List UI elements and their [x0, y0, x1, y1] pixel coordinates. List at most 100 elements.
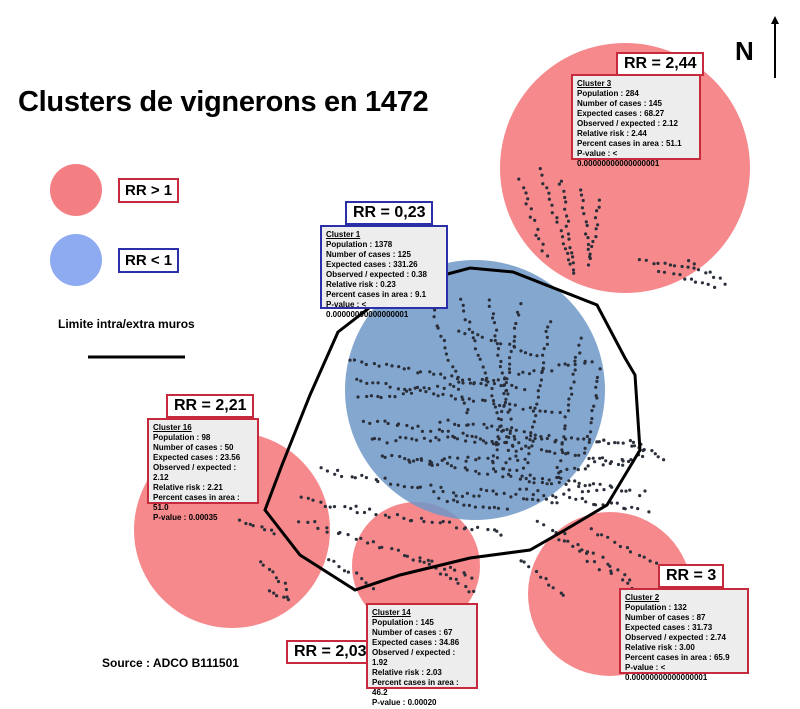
cluster-1-line: Expected cases : 331.26 — [326, 260, 418, 269]
building-dot — [445, 499, 449, 504]
building-dot — [415, 385, 420, 389]
cluster-2-name: Cluster 2 — [625, 593, 660, 602]
cluster-16-line: Relative risk : 2.21 — [153, 483, 223, 492]
building-dot — [356, 395, 360, 399]
building-dot — [532, 420, 536, 424]
building-dot — [470, 434, 474, 438]
building-dot — [637, 258, 642, 262]
cluster-14-rr: RR = 2,03 — [286, 640, 375, 664]
cluster-2-line: Relative risk : 3.00 — [625, 643, 695, 652]
building-dot — [564, 200, 568, 204]
building-dot — [498, 365, 502, 369]
building-dot — [683, 277, 687, 281]
building-dot — [642, 555, 646, 559]
building-dot — [513, 403, 517, 407]
building-dot — [573, 355, 578, 359]
building-dot — [343, 505, 347, 509]
building-dot — [502, 491, 506, 495]
building-dot — [496, 347, 501, 351]
building-dot — [571, 268, 576, 272]
building-dot — [566, 403, 571, 407]
building-dot — [436, 384, 440, 388]
building-dot — [445, 461, 450, 465]
building-dot — [533, 433, 537, 437]
building-dot — [328, 505, 332, 509]
building-dot — [555, 216, 559, 220]
building-dot — [260, 525, 264, 529]
building-dot — [410, 426, 414, 430]
building-dot — [555, 220, 559, 224]
building-dot — [396, 548, 400, 552]
building-dot — [718, 276, 722, 280]
source-label: Source : ADCO B111501 — [102, 656, 239, 670]
building-dot — [410, 485, 414, 489]
building-dot — [543, 409, 547, 413]
building-dot — [398, 435, 402, 439]
building-dot — [499, 533, 503, 537]
building-dot — [521, 466, 526, 470]
building-dot — [472, 382, 476, 386]
building-dot — [528, 473, 532, 477]
building-dot — [491, 312, 495, 316]
building-dot — [463, 466, 467, 470]
building-dot — [563, 427, 567, 431]
legend-limit-label: Limite intra/extra muros — [58, 317, 195, 331]
building-dot — [590, 417, 594, 421]
building-dot — [448, 565, 453, 570]
building-dot — [286, 598, 290, 602]
building-dot — [490, 386, 494, 391]
building-dot — [706, 282, 710, 286]
building-dot — [509, 474, 513, 478]
cluster-1-circle[interactable] — [345, 260, 605, 520]
cluster-3-info: Cluster 3 Population : 284 Number of cas… — [571, 74, 701, 168]
building-dot — [522, 560, 526, 564]
building-dot — [275, 594, 279, 598]
building-dot — [576, 543, 580, 547]
building-dot — [457, 380, 461, 384]
building-dot — [554, 495, 558, 499]
building-dot — [587, 440, 591, 444]
building-dot — [589, 527, 593, 531]
building-dot — [546, 325, 550, 329]
building-dot — [662, 270, 667, 274]
building-dot — [630, 444, 634, 448]
building-dot — [432, 490, 436, 494]
building-dot — [700, 281, 705, 285]
building-dot — [606, 562, 610, 566]
building-dot — [410, 437, 414, 441]
building-dot — [579, 193, 584, 197]
building-dot — [396, 483, 400, 487]
building-dot — [672, 264, 677, 268]
building-dot — [641, 448, 645, 453]
cluster-3-line: Percent cases in area : 51.1 — [577, 139, 682, 148]
building-dot — [540, 249, 544, 253]
building-dot — [595, 379, 599, 383]
building-dot — [487, 304, 491, 308]
building-dot — [577, 481, 581, 485]
building-dot — [545, 342, 550, 346]
building-dot — [595, 488, 599, 492]
building-dot — [429, 429, 433, 433]
building-dot — [441, 519, 445, 524]
building-dot — [560, 448, 564, 452]
building-dot — [499, 342, 503, 346]
building-dot — [582, 437, 586, 441]
building-dot — [437, 496, 441, 500]
building-dot — [338, 530, 342, 535]
building-dot — [514, 454, 518, 458]
building-dot — [353, 476, 357, 480]
building-dot — [561, 242, 566, 246]
building-dot — [597, 440, 601, 444]
building-dot — [466, 408, 470, 412]
building-dot — [689, 277, 694, 281]
building-dot — [578, 351, 582, 355]
building-dot — [415, 457, 419, 462]
building-dot — [541, 367, 545, 371]
building-dot — [402, 367, 406, 371]
building-dot — [251, 524, 255, 528]
building-dot — [553, 440, 557, 444]
cluster-14-circle[interactable] — [352, 502, 480, 630]
building-dot — [593, 216, 598, 220]
building-dot — [455, 377, 460, 381]
building-dot — [446, 358, 450, 362]
